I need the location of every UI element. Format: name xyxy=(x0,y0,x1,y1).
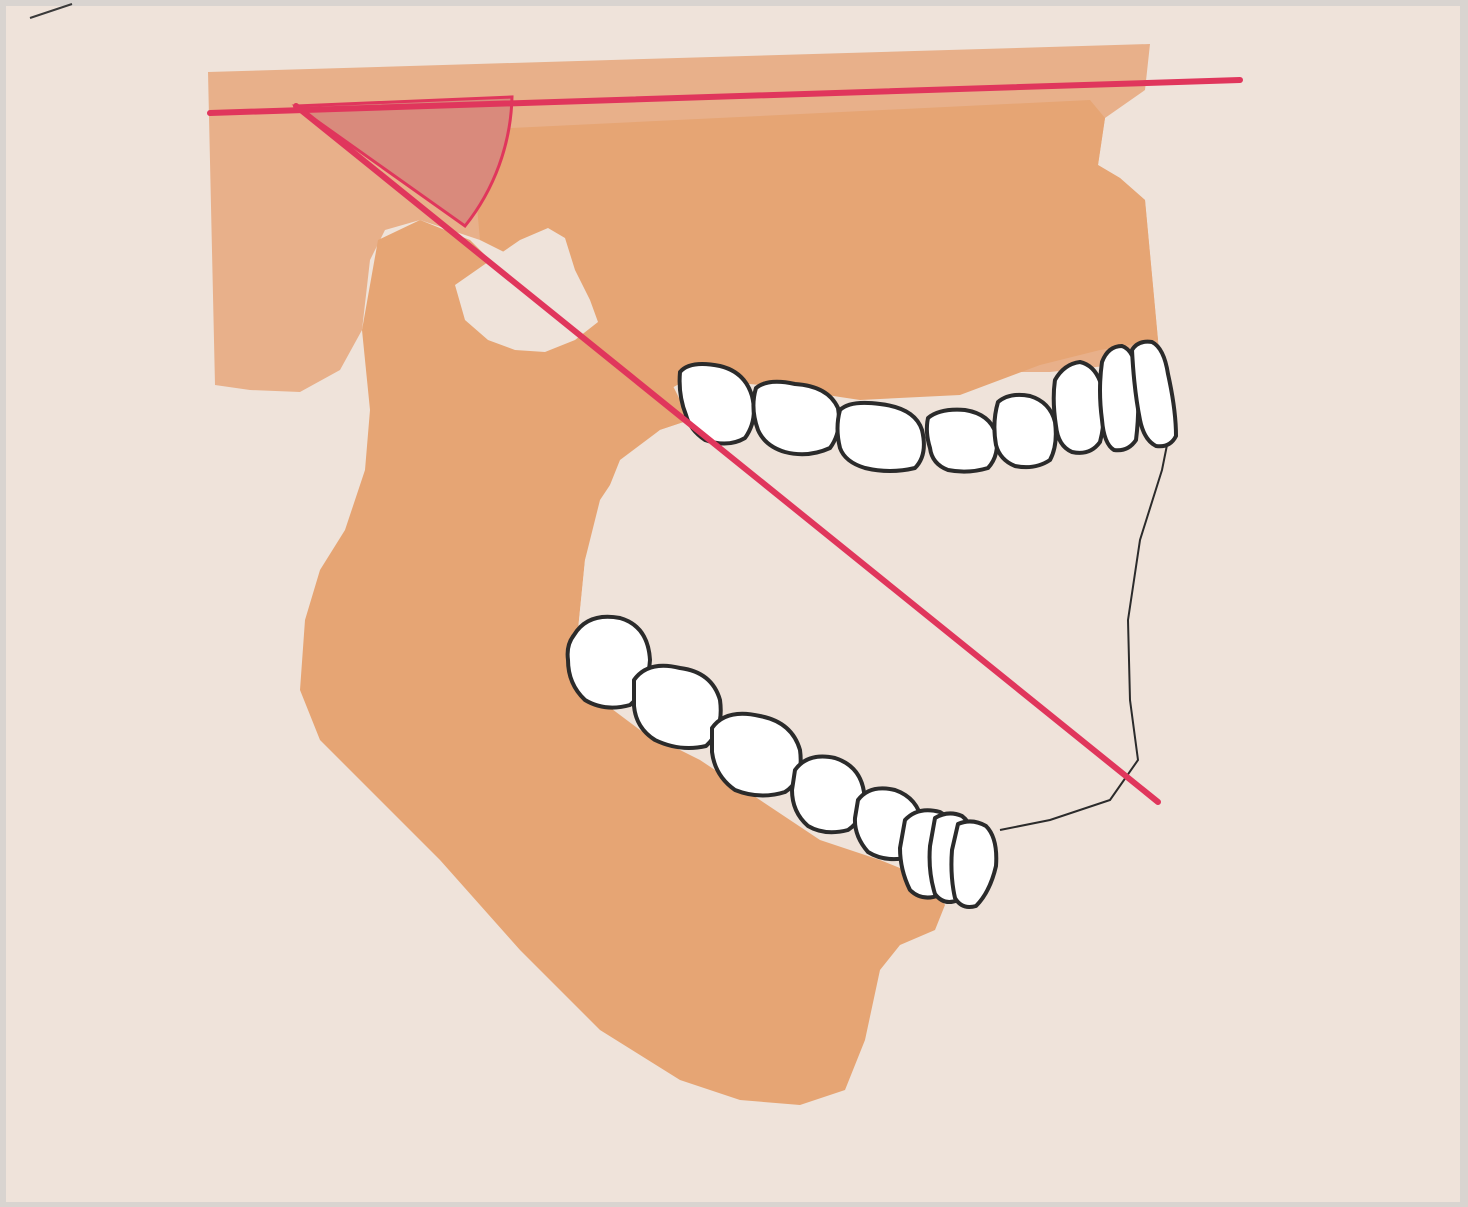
upper-molar-1 xyxy=(838,403,924,471)
lower-molar-2 xyxy=(634,666,721,748)
upper-canine xyxy=(1054,362,1104,453)
upper-premolar-1 xyxy=(994,395,1055,467)
upper-molar-2 xyxy=(753,382,839,455)
upper-premolar-2 xyxy=(927,410,997,472)
